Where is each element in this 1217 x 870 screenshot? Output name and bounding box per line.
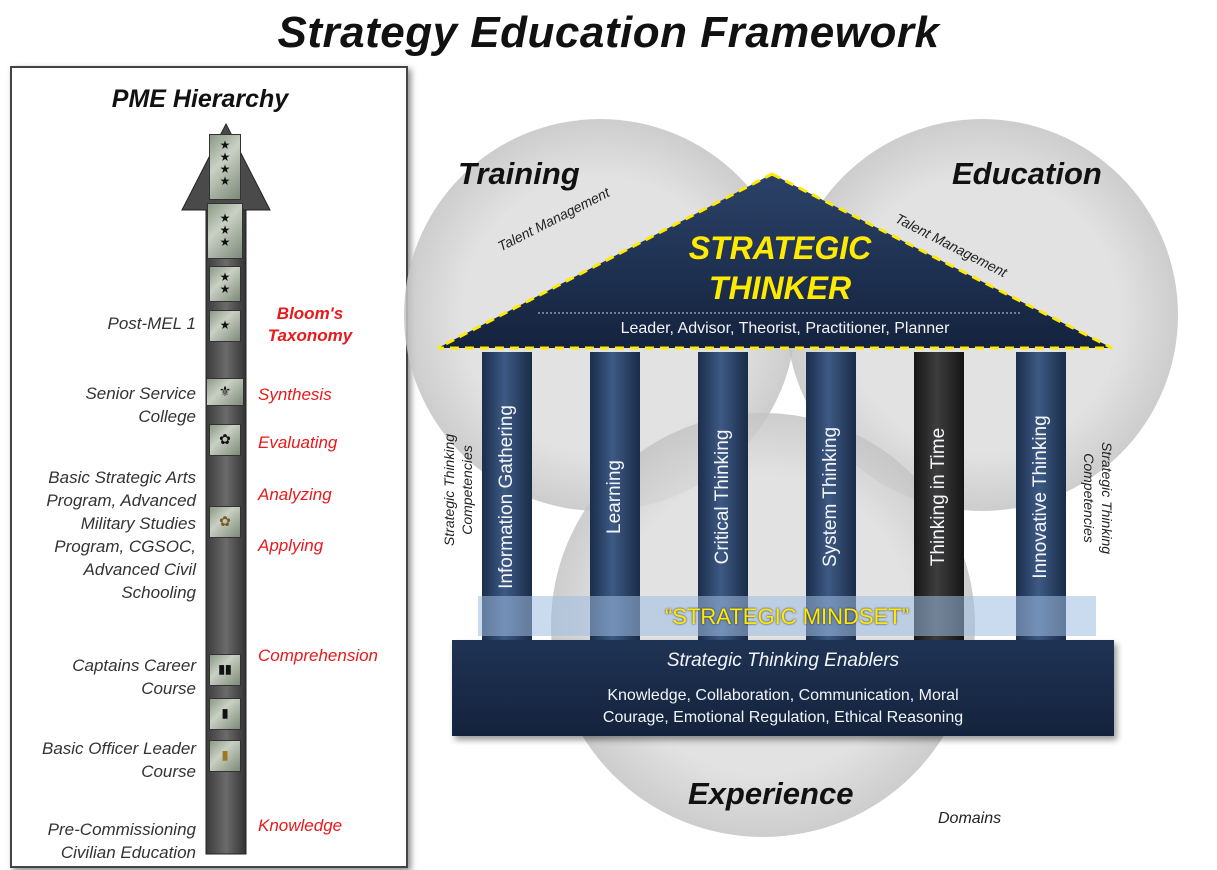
strategic-thinker-title: STRATEGIC THINKER xyxy=(650,228,910,308)
pme-level-line: Program, CGSOC, xyxy=(54,537,196,556)
pillar-thinking-in-time: Thinking in Time xyxy=(914,352,964,642)
pme-level-line: College xyxy=(138,407,196,426)
pme-level-line: Civilian Education xyxy=(60,843,196,862)
strategic-thinker-line2: THINKER xyxy=(708,270,852,306)
competencies-line: Strategic Thinking xyxy=(1099,441,1115,555)
bloom-level-comprehension: Comprehension xyxy=(258,646,379,665)
pme-level-line: Course xyxy=(141,679,196,698)
pillar-innovative-thinking: Innovative Thinking xyxy=(1016,352,1066,642)
pillar-label: Thinking in Time xyxy=(928,427,949,567)
competencies-line: Strategic Thinking xyxy=(441,433,457,547)
pme-level-senior-service-college: Senior Service College xyxy=(18,382,196,428)
pme-level-basic-officer-leader-course: Basic Officer Leader Course xyxy=(18,737,196,783)
bloom-level-applying: Applying xyxy=(258,536,324,555)
enablers-title: Strategic Thinking Enablers xyxy=(666,650,900,671)
pme-level-line: Post-MEL 1 xyxy=(107,314,196,333)
first-lieutenant-bar-insignia: ▮ xyxy=(209,698,241,730)
captain-bars-insignia: ▮▮ xyxy=(209,654,241,686)
enablers-line: Courage, Emotional Regulation, Ethical R… xyxy=(602,709,964,726)
pme-level-line: Senior Service xyxy=(85,384,196,403)
pme-level-line: Captains Career xyxy=(72,656,196,675)
general-rank-insignia: ★★★★ xyxy=(209,134,241,200)
pillar-label: System Thinking xyxy=(820,426,841,568)
page-title: Strategy Education Framework xyxy=(277,8,940,57)
blooms-title-line: Taxonomy xyxy=(267,326,353,345)
lieutenant-colonel-leaf-insignia: ✿ xyxy=(209,424,241,456)
enablers-list: Knowledge, Collaboration, Communication,… xyxy=(452,685,1114,729)
brigadier-general-rank-insignia: ★ xyxy=(209,310,241,342)
competencies-label-left: Strategic Thinking Competencies xyxy=(440,370,476,610)
pme-level-line: Basic Strategic Arts xyxy=(48,468,196,487)
pme-level-captains-career-course: Captains Career Course xyxy=(18,654,196,700)
domain-experience-label: Experience xyxy=(688,776,854,811)
pme-level-line: Schooling xyxy=(121,583,196,602)
pillar-label: Innovative Thinking xyxy=(1030,415,1051,579)
pme-level-pre-commissioning: Pre-Commissioning Civilian Education xyxy=(18,818,196,864)
major-leaf-insignia: ✿ xyxy=(209,506,241,538)
pme-level-post-mel: Post-MEL 1 xyxy=(18,312,196,335)
pme-level-basic-strategic-arts: Basic Strategic Arts Program, Advanced M… xyxy=(18,466,196,604)
strategic-thinker-line1: STRATEGIC xyxy=(688,230,872,266)
pme-hierarchy-title: PME Hierarchy xyxy=(111,85,289,113)
pillar-critical-thinking: Critical Thinking xyxy=(698,352,748,642)
pillar-system-thinking: System Thinking xyxy=(806,352,856,642)
bloom-level-evaluating: Evaluating xyxy=(258,433,338,452)
bloom-level-analyzing: Analyzing xyxy=(258,485,332,504)
pme-level-line: Basic Officer Leader xyxy=(41,739,196,758)
pillar-information-gathering: Information Gathering xyxy=(482,352,532,642)
enablers-line: Knowledge, Collaboration, Communication,… xyxy=(607,687,959,704)
domains-label: Domains xyxy=(938,810,1002,827)
pillar-label: Information Gathering xyxy=(496,405,517,589)
pme-level-line: Pre-Commissioning xyxy=(47,820,196,839)
competencies-line: Competencies xyxy=(1081,453,1097,543)
second-lieutenant-bar-insignia: ▮ xyxy=(209,740,241,772)
pillar-label: Critical Thinking xyxy=(712,429,733,565)
pme-level-line: Program, Advanced xyxy=(46,491,196,510)
thinker-roles: Leader, Advisor, Theorist, Practitioner,… xyxy=(620,320,950,337)
pme-level-line: Course xyxy=(141,762,196,781)
lieutenant-general-rank-insignia: ★★★ xyxy=(207,203,243,259)
pillar-learning: Learning xyxy=(590,352,640,642)
major-general-rank-insignia: ★★ xyxy=(209,266,241,302)
strategic-mindset-label: “STRATEGIC MINDSET” xyxy=(664,604,910,629)
enablers-base xyxy=(452,640,1114,736)
roof-pediment xyxy=(437,172,1113,350)
competencies-line: Competencies xyxy=(459,445,475,535)
blooms-taxonomy-title: Bloom's Taxonomy xyxy=(250,303,370,347)
blooms-title-line: Bloom's xyxy=(276,304,344,323)
bloom-level-synthesis: Synthesis xyxy=(258,385,332,404)
pillar-label: Learning xyxy=(604,460,625,534)
pme-level-line: Military Studies xyxy=(80,514,196,533)
pme-level-line: Advanced Civil xyxy=(83,560,196,579)
domain-education-label: Education xyxy=(952,156,1102,191)
colonel-eagle-insignia: ⚜ xyxy=(206,378,244,406)
competencies-label-right: Strategic Thinking Competencies xyxy=(1080,378,1116,618)
mindset-band xyxy=(478,596,1096,636)
domain-training-label: Training xyxy=(458,156,580,191)
bloom-level-knowledge: Knowledge xyxy=(258,816,343,835)
